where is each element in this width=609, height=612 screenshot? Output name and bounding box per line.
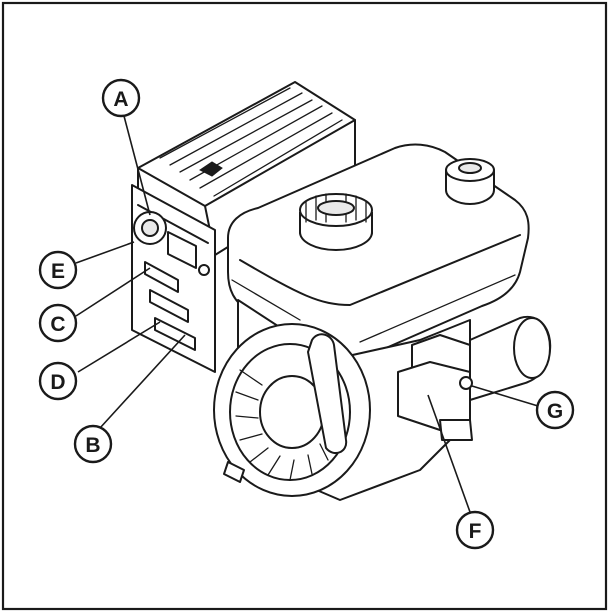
muffler-assembly-illustration <box>397 315 552 441</box>
callout-f-label: F <box>469 520 482 543</box>
control-panel-illustration <box>131 184 216 373</box>
callout-d-label: D <box>50 371 65 394</box>
callout-g: G <box>535 390 575 430</box>
leader-line-e <box>75 241 135 264</box>
callout-f: F <box>455 510 495 550</box>
leader-line-c <box>75 267 151 317</box>
callout-g-label: G <box>547 400 563 423</box>
leader-line-a <box>123 115 151 216</box>
callout-a: A <box>101 78 141 118</box>
leader-line-d <box>77 321 161 373</box>
callout-e: E <box>38 250 78 290</box>
callout-a-label: A <box>113 88 128 111</box>
callout-d: D <box>38 361 78 401</box>
callout-b-label: B <box>85 434 100 457</box>
leader-line-g <box>471 385 539 407</box>
fuel-cap-illustration <box>299 193 373 251</box>
oil-cap-illustration <box>445 158 495 205</box>
leader-line-b <box>99 334 186 429</box>
callout-e-label: E <box>51 260 65 283</box>
starter-handle-illustration <box>307 333 348 455</box>
air-cleaner-illustration <box>137 81 356 256</box>
leader-lines <box>75 115 539 513</box>
engine-illustration <box>131 81 552 501</box>
callout-b: B <box>73 424 113 464</box>
recoil-starter-illustration <box>213 323 371 497</box>
callout-c-label: C <box>50 313 65 336</box>
leader-line-f <box>427 394 471 513</box>
callout-c: C <box>38 303 78 343</box>
